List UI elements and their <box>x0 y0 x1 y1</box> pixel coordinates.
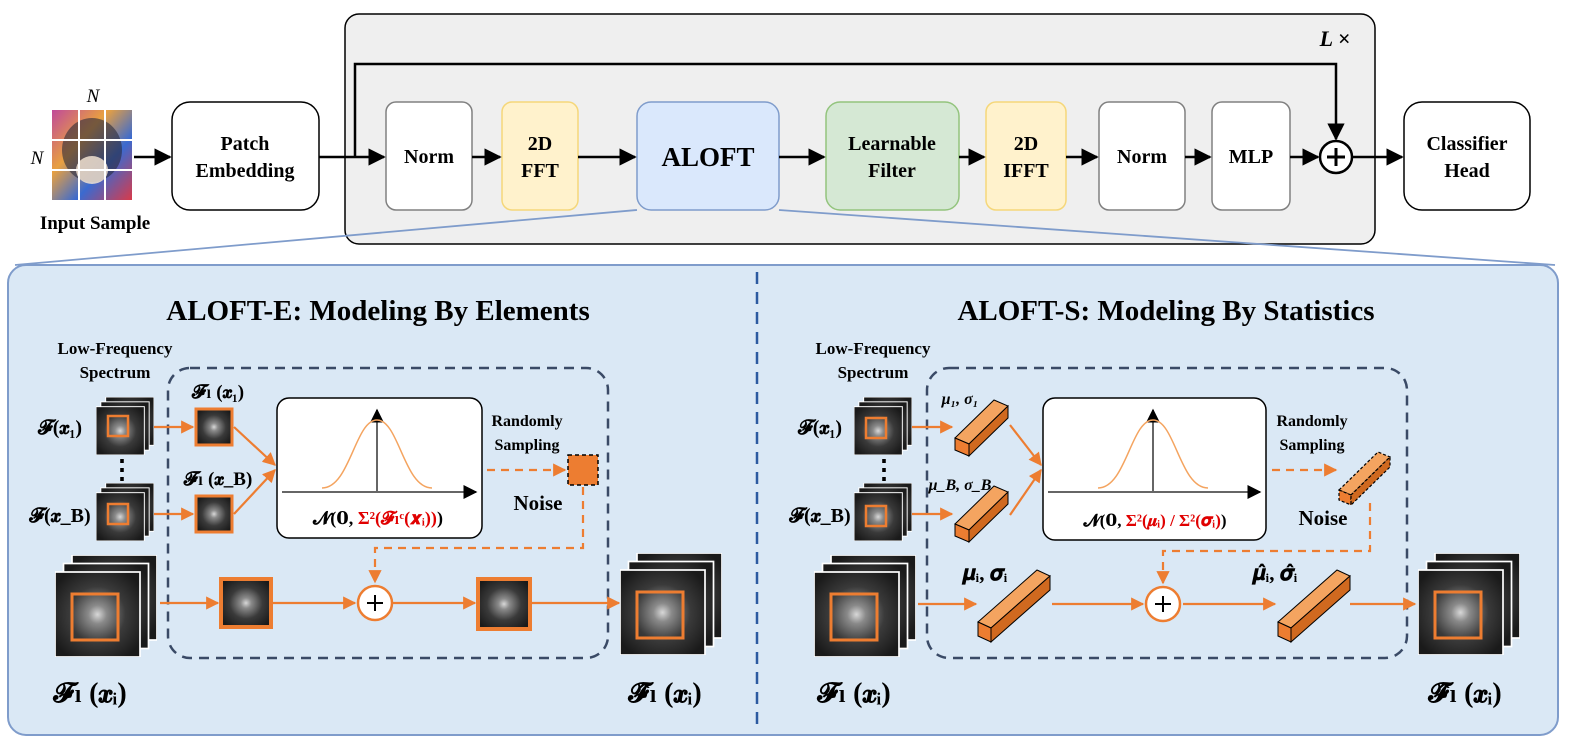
aloft-detail-panel <box>7 264 1559 736</box>
right-output-label: 𝓕̂ₗ (𝒙ᵢ) <box>1427 678 1501 709</box>
learnable-filter-line1: Learnable <box>848 133 936 155</box>
right-gaussian-box <box>1042 397 1267 541</box>
mlp-box: MLP <box>1211 101 1291 211</box>
right-spectrum-x1-crop <box>864 416 888 440</box>
ifft-box: 2D IFFT <box>985 101 1067 211</box>
norm-label-2: Norm <box>1117 146 1167 168</box>
learnable-filter-box: Learnable Filter <box>825 101 960 211</box>
right-spectrum-xb <box>854 483 912 541</box>
left-low-freq-line1: Low-Frequency <box>58 339 173 358</box>
residual-sum-icon <box>1318 139 1354 175</box>
patch-embedding-box: Patch Embedding <box>171 101 320 211</box>
ifft-line1: 2D <box>1014 133 1038 155</box>
right-mub-bar <box>954 485 1009 544</box>
norm-box-2: Norm <box>1098 101 1186 211</box>
right-mui-bar <box>977 569 1051 644</box>
left-spectrum-x1-crop <box>106 414 130 438</box>
left-fl-x1-patch <box>194 407 234 447</box>
right-mu1-sigma1-label: μ₁, σ₁ <box>941 391 979 408</box>
left-input-spectrum <box>55 555 157 657</box>
ifft-line2: IFFT <box>1003 160 1049 182</box>
aloft-label: ALOFT <box>661 142 754 172</box>
right-gaussian-formula: 𝓝(𝟎, Σ²(𝝁ᵢ) / Σ²(𝝈ᵢ)) <box>1082 511 1226 530</box>
right-mu1-bar <box>954 399 1009 458</box>
right-input-spectrum <box>814 555 916 657</box>
patch-embedding-line1: Patch <box>221 133 270 155</box>
aloft-box: ALOFT <box>636 101 780 211</box>
n-left-label: N <box>30 148 45 169</box>
left-fx1-label: 𝓕(𝒙₁) <box>37 417 82 439</box>
left-randomly-line2: Sampling <box>495 437 560 454</box>
right-mui-hat-bar <box>1277 569 1351 644</box>
left-fl-x1-label: 𝓕ₗ (𝒙₁) <box>191 382 244 403</box>
left-fl-xb-patch <box>194 494 234 534</box>
classifier-head-line1: Classifier <box>1426 133 1507 155</box>
right-fx1-label: 𝓕(𝒙₁) <box>797 417 842 439</box>
left-randomly-line1: Randomly <box>491 413 562 430</box>
zoom-lines <box>14 209 1556 266</box>
left-spectrum-xb-crop <box>106 502 130 526</box>
n-top-label: N <box>86 86 101 107</box>
right-input-label: 𝓕ₗ (𝒙ᵢ) <box>816 678 890 709</box>
left-noise-square <box>567 454 599 486</box>
mlp-label: MLP <box>1229 146 1273 168</box>
right-low-freq-line2: Spectrum <box>838 363 909 382</box>
left-augmented-patch <box>476 577 532 631</box>
right-noise-label: Noise <box>1299 506 1348 530</box>
right-input-crop <box>829 592 879 642</box>
right-mui-hat-sigmai-hat-label: 𝝁̂ᵢ, 𝝈̂ᵢ <box>1252 561 1298 585</box>
left-sum-icon <box>356 584 394 622</box>
right-randomly-line1: Randomly <box>1276 413 1347 430</box>
right-fxb-label: 𝓕(𝒙_B) <box>788 505 850 527</box>
right-orange-arrows <box>912 420 1417 611</box>
left-gaussian-formula: 𝓝(𝟎, Σ²(𝓕ₗᶜ(𝒙ᵢ))) <box>312 508 443 529</box>
left-output-spectrum <box>620 553 722 655</box>
right-mub-sigmab-label: μ_B, σ_B <box>928 477 992 494</box>
right-randomly-line2: Sampling <box>1280 437 1345 454</box>
right-output-crop <box>1433 590 1483 640</box>
input-sample-label: Input Sample <box>40 213 150 234</box>
input-sample-image <box>52 110 132 200</box>
norm-box-1: Norm <box>385 101 473 211</box>
left-noise-label: Noise <box>514 491 563 515</box>
left-spectrum-x1 <box>96 397 154 455</box>
left-fxb-label: 𝓕(𝒙_B) <box>28 505 90 527</box>
right-output-spectrum <box>1418 553 1520 655</box>
norm-label-1: Norm <box>404 146 454 168</box>
left-panel-title: ALOFT-E: Modeling By Elements <box>166 295 589 327</box>
right-mui-sigmai-label: 𝝁ᵢ, 𝝈ᵢ <box>962 561 1008 585</box>
fft-line1: 2D <box>528 133 552 155</box>
top-arrows <box>134 62 1404 166</box>
classifier-head-line2: Head <box>1444 160 1490 182</box>
left-input-crop <box>70 592 120 642</box>
right-dots: ⋮ <box>871 455 897 484</box>
right-noise-bar <box>1337 451 1392 507</box>
fft-line2: FFT <box>521 160 559 182</box>
left-output-crop <box>635 590 685 640</box>
left-fl-xb-label: 𝓕ₗ (𝒙_B) <box>183 469 253 490</box>
right-panel-title: ALOFT-S: Modeling By Statistics <box>957 295 1374 327</box>
left-output-label: 𝓕̂ₗ (𝒙ᵢ) <box>627 678 701 709</box>
patch-embedding-line2: Embedding <box>196 160 295 182</box>
classifier-head-box: Classifier Head <box>1403 101 1531 211</box>
left-dots: ⋮ <box>109 455 135 484</box>
right-low-freq-line1: Low-Frequency <box>816 339 931 358</box>
fft-box: 2D FFT <box>501 101 579 211</box>
left-crop-patch <box>219 577 273 629</box>
left-input-label: 𝓕ₗ (𝒙ᵢ) <box>52 678 126 709</box>
left-low-freq-line2: Spectrum <box>80 363 151 382</box>
left-spectrum-xb <box>96 483 154 541</box>
right-sum-icon <box>1144 585 1182 623</box>
right-spectrum-x1 <box>854 397 912 455</box>
right-spectrum-xb-crop <box>864 504 888 528</box>
repeat-label: L × <box>1319 26 1351 51</box>
learnable-filter-line2: Filter <box>868 160 916 182</box>
left-gaussian-box <box>276 397 483 539</box>
left-orange-arrows <box>154 420 621 610</box>
